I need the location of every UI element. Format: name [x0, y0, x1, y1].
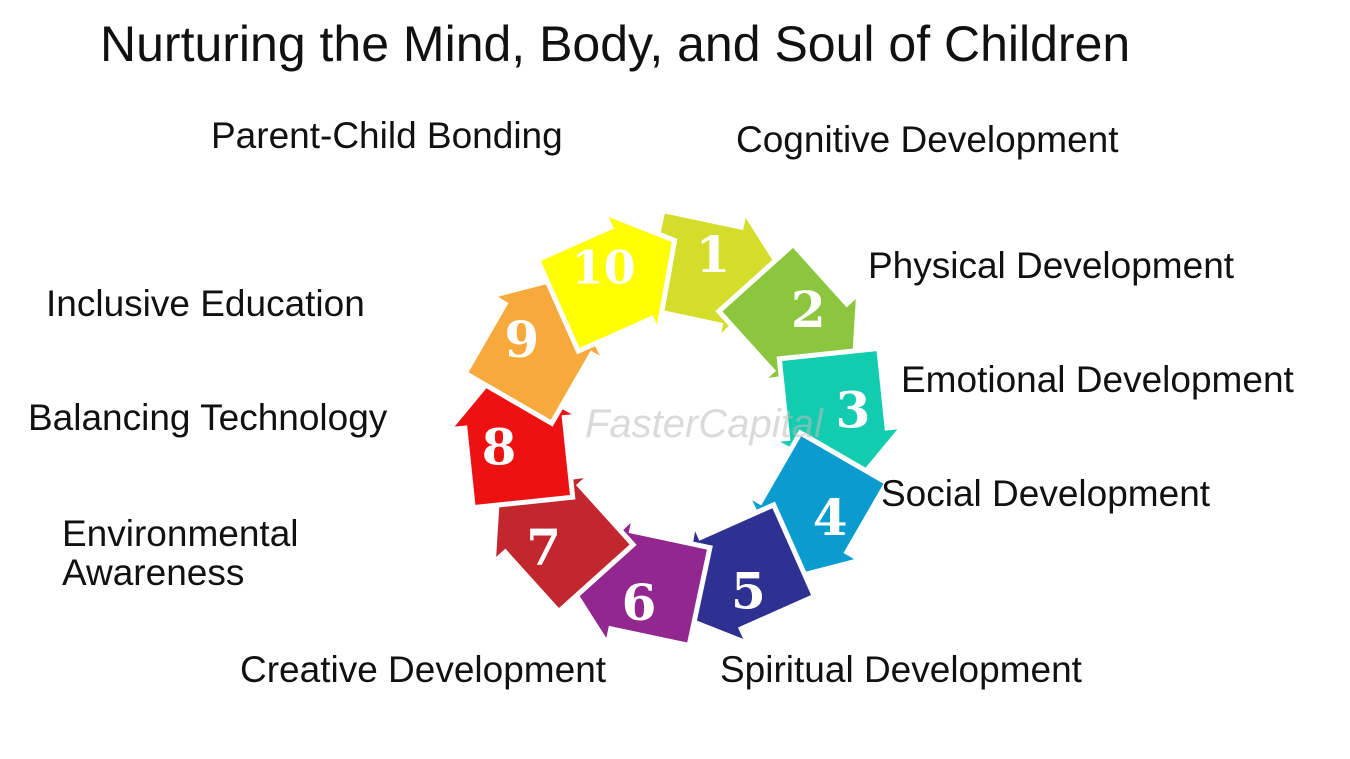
segment-arrow-5 — [674, 501, 818, 648]
segment-number-9: 9 — [504, 310, 539, 369]
label-8: Balancing Technology — [28, 397, 388, 438]
label-1: Cognitive Development — [736, 119, 1119, 160]
label-6: Creative Development — [240, 649, 607, 690]
label-3: Emotional Development — [901, 359, 1294, 400]
label-5: Spiritual Development — [720, 649, 1082, 690]
segment-arrow-7 — [490, 470, 637, 616]
segment-number-7: 7 — [526, 518, 561, 577]
segment-number-8: 8 — [482, 418, 517, 477]
segment-number-1: 1 — [696, 225, 731, 284]
segment-number-6: 6 — [622, 573, 657, 632]
label-2: Physical Development — [868, 245, 1235, 286]
label-9: Inclusive Education — [46, 283, 365, 324]
watermark: FasterCapital — [585, 402, 824, 446]
label-7: Environmental Awareness — [62, 513, 299, 593]
segment-number-3: 3 — [836, 380, 871, 439]
segment-arrow-10 — [534, 208, 678, 355]
segment-number-10: 10 — [572, 240, 636, 294]
label-10: Parent-Child Bonding — [211, 115, 563, 156]
segment-number-2: 2 — [791, 280, 826, 339]
segment-number-5: 5 — [731, 562, 766, 621]
segment-number-4: 4 — [813, 488, 848, 547]
label-4: Social Development — [881, 473, 1211, 514]
diagram-title: Nurturing the Mind, Body, and Soul of Ch… — [100, 16, 1131, 72]
segment-arrow-2 — [715, 240, 862, 386]
